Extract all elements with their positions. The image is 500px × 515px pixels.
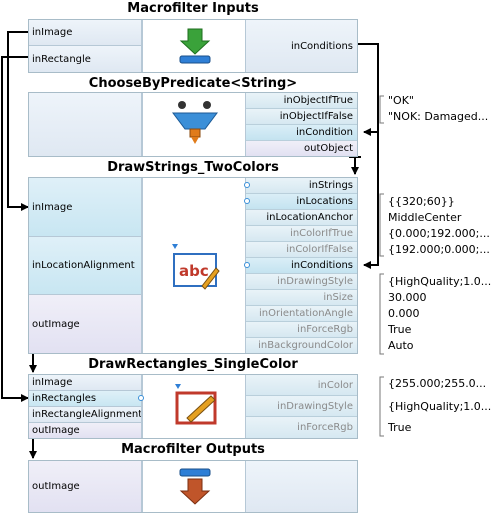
macrofilter-outputs-block[interactable]: outImage <box>28 460 358 513</box>
draw-strings-icon-area: abc <box>142 178 246 353</box>
choose-by-predicate-block[interactable]: inObjectIfTrue inObjectIfFalse inConditi… <box>28 92 358 157</box>
port-inRectangles[interactable]: inRectangles <box>29 391 142 407</box>
port-inBackgroundColor[interactable]: inBackgroundColor <box>246 338 357 353</box>
port-connector-dot <box>244 262 250 268</box>
draw-rectangle-icon <box>175 384 217 425</box>
port-inColorIfTrue[interactable]: inColorIfTrue <box>246 226 357 242</box>
value-inLocations[interactable]: {{320;60}} <box>388 195 455 208</box>
port-inRectangleAlignment[interactable]: inRectangleAlignment <box>29 407 142 423</box>
port-inImage[interactable]: inImage <box>29 20 142 46</box>
macrofilter-outputs-title: Macrofilter Outputs <box>121 442 265 457</box>
value-inLocationAnchor[interactable]: MiddleCenter <box>388 211 462 224</box>
port-outImage[interactable]: outImage <box>29 461 142 512</box>
port-inRectangle[interactable]: inRectangle <box>29 46 142 72</box>
port-outImage[interactable]: outImage <box>29 295 142 353</box>
macrofilter-outputs-icon-area <box>142 461 246 512</box>
port-connector-dot <box>244 182 250 188</box>
value-inDrawingStyle[interactable]: {HighQuality;1.0... <box>388 400 492 413</box>
port-inSize[interactable]: inSize <box>246 290 357 306</box>
value-inColorIfFalse[interactable]: {192.000;0.000;... <box>388 243 490 256</box>
value-inColor[interactable]: {255.000;255.0... <box>388 377 487 390</box>
svg-text:abc: abc <box>179 262 209 280</box>
port-inImage[interactable]: inImage <box>29 178 142 237</box>
draw-strings-title: DrawStrings_TwoColors <box>107 160 279 175</box>
port-inForceRgb[interactable]: inForceRgb <box>246 417 357 438</box>
port-inCondition[interactable]: inCondition <box>246 125 357 141</box>
draw-rectangles-block[interactable]: inImage inRectangles inRectangleAlignmen… <box>28 374 358 439</box>
value-inOrientationAngle[interactable]: 0.000 <box>388 307 420 320</box>
predicate-switch-icon <box>172 101 218 144</box>
draw-rectangles-icon-area <box>142 375 246 438</box>
choose-by-predicate-title: ChooseByPredicate<String> <box>88 76 298 91</box>
value-inObjectIfFalse[interactable]: "NOK: Damaged... <box>388 110 489 123</box>
macrofilter-inputs-block[interactable]: inImage inRectangle inConditions <box>28 19 358 73</box>
value-inForceRgb[interactable]: True <box>388 323 412 336</box>
port-inLocations[interactable]: inLocations <box>246 194 357 210</box>
port-inColorIfFalse[interactable]: inColorIfFalse <box>246 242 357 258</box>
choose-left-area <box>29 93 142 156</box>
choose-icon-area <box>142 93 246 156</box>
port-inConditions[interactable]: inConditions <box>246 258 357 274</box>
draw-strings-block[interactable]: inImage inLocationAlignment outImage abc… <box>28 177 358 354</box>
port-connector-dot <box>138 395 144 401</box>
port-inLocationAlignment[interactable]: inLocationAlignment <box>29 237 142 295</box>
port-inColor[interactable]: inColor <box>246 375 357 396</box>
value-inSize[interactable]: 30.000 <box>388 291 427 304</box>
port-inObjectIfTrue[interactable]: inObjectIfTrue <box>246 93 357 109</box>
port-inOrientationAngle[interactable]: inOrientationAngle <box>246 306 357 322</box>
port-outObject[interactable]: outObject <box>246 141 357 156</box>
input-arrow-icon <box>179 28 211 64</box>
port-inDrawingStyle[interactable]: inDrawingStyle <box>246 274 357 290</box>
macrofilter-outputs-right-area <box>246 461 357 512</box>
port-inObjectIfFalse[interactable]: inObjectIfFalse <box>246 109 357 125</box>
macrofilter-inputs-icon-area <box>142 20 246 72</box>
port-inLocationAnchor[interactable]: inLocationAnchor <box>246 210 357 226</box>
value-inForceRgb[interactable]: True <box>388 421 412 434</box>
value-inBackgroundColor[interactable]: Auto <box>388 339 414 352</box>
value-inDrawingStyle[interactable]: {HighQuality;1.0... <box>388 275 492 288</box>
value-inObjectIfTrue[interactable]: "OK" <box>388 94 414 107</box>
draw-text-icon: abc <box>172 244 220 290</box>
port-outImage[interactable]: outImage <box>29 423 142 438</box>
port-inForceRgb[interactable]: inForceRgb <box>246 322 357 338</box>
value-inColorIfTrue[interactable]: {0.000;192.000;... <box>388 227 490 240</box>
port-inStrings[interactable]: inStrings <box>246 178 357 194</box>
port-inDrawingStyle[interactable]: inDrawingStyle <box>246 396 357 417</box>
draw-rectangles-title: DrawRectangles_SingleColor <box>88 357 298 372</box>
output-arrow-icon <box>179 468 211 505</box>
port-connector-dot <box>244 198 250 204</box>
macrofilter-inputs-title: Macrofilter Inputs <box>127 1 259 16</box>
port-inImage[interactable]: inImage <box>29 375 142 391</box>
port-inConditions-out[interactable]: inConditions <box>246 20 357 72</box>
